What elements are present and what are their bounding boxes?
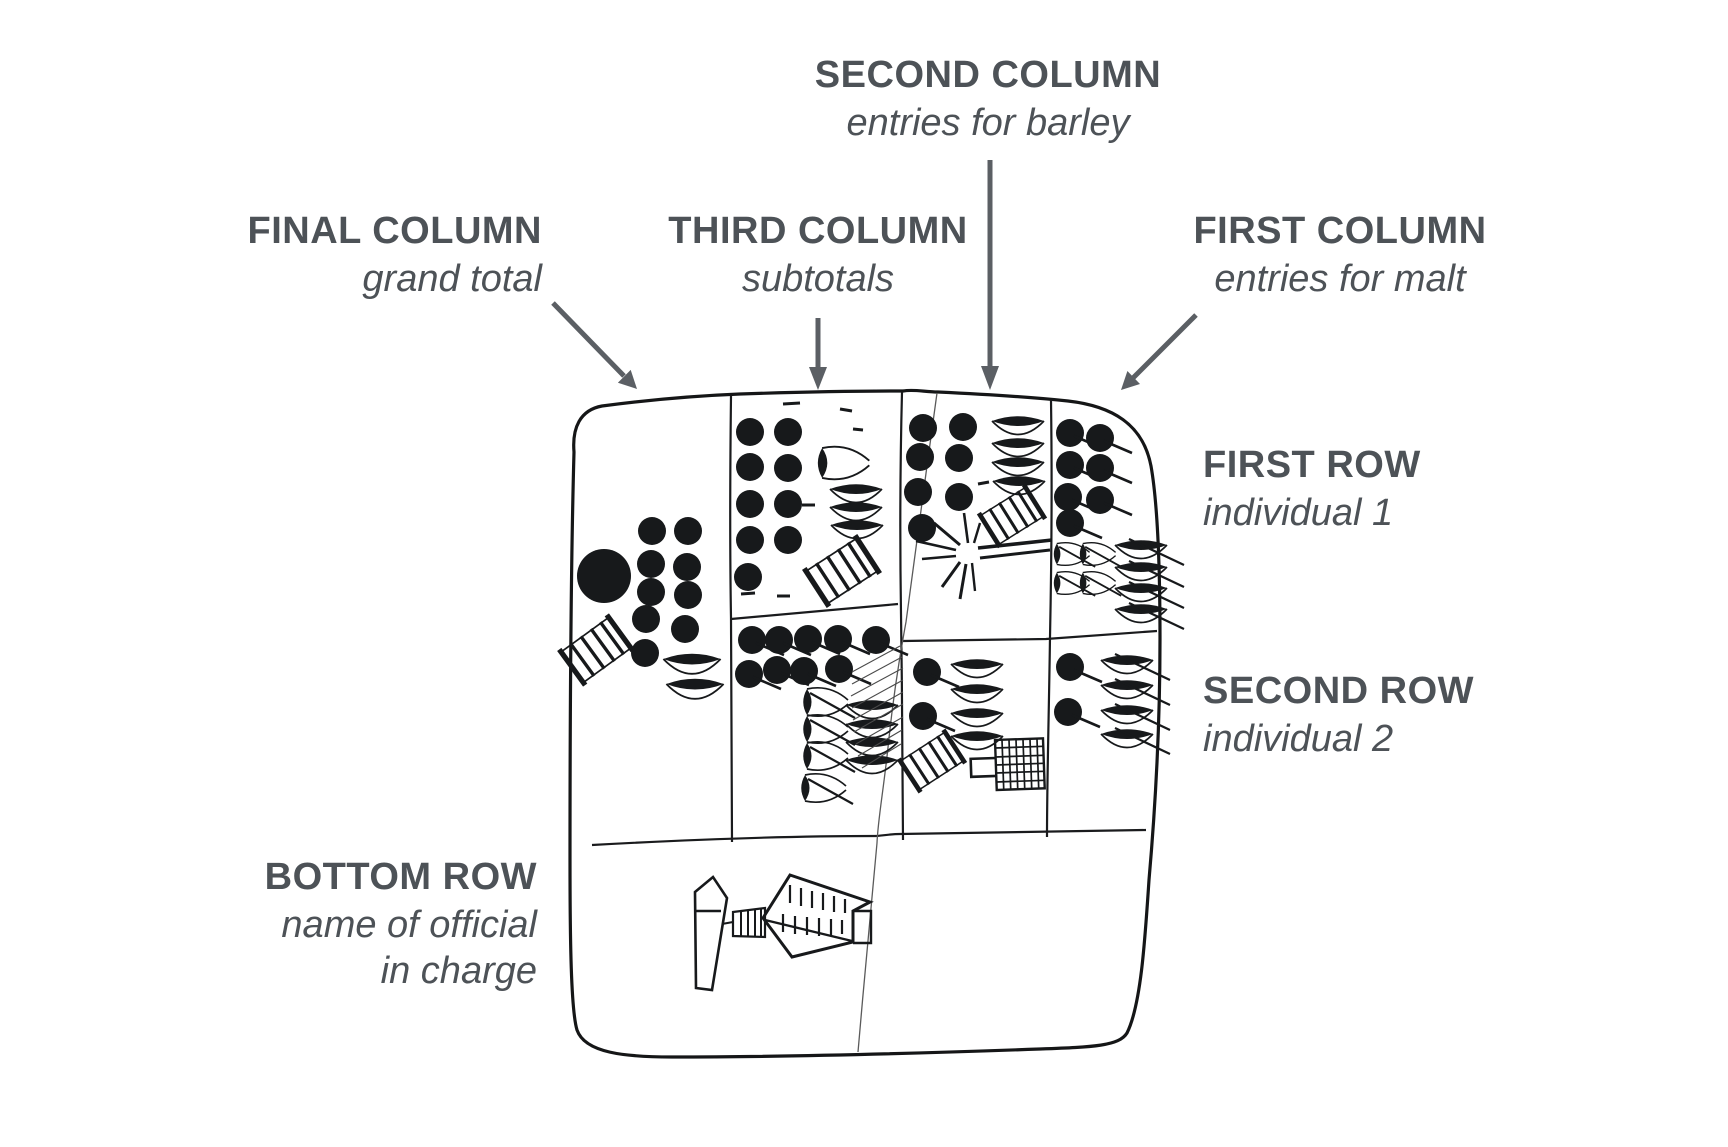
ladder-sign [731, 906, 767, 939]
label-first-row-title: FIRST ROW [1203, 444, 1421, 486]
label-second-row: SECOND ROW individual 2 [1203, 666, 1474, 762]
label-second-column-subtitle: entries for barley [846, 102, 1130, 144]
arrow-third-column [809, 318, 827, 390]
label-first-row: FIRST ROW individual 1 [1203, 440, 1421, 536]
large-circle-sign [577, 549, 631, 603]
label-bottom-row-subtitle-line1: name of official [281, 904, 537, 946]
tablet-dividers [591, 391, 1158, 847]
label-second-column-title: SECOND COLUMN [814, 54, 1162, 96]
label-first-row-subtitle: individual 1 [1203, 492, 1394, 534]
final-column-signs [559, 517, 725, 700]
label-first-column-title: FIRST COLUMN [1193, 210, 1487, 252]
label-second-column: SECOND COLUMN entries for barley [815, 50, 1161, 146]
third-column-row2-signs [733, 623, 910, 806]
head-sign [721, 873, 874, 959]
damage-ticks [740, 401, 864, 598]
label-bottom-row: BOTTOM ROW name of official in charge [265, 852, 537, 994]
label-second-row-title: SECOND ROW [1203, 670, 1474, 712]
label-bottom-row-subtitle-line2: in charge [380, 950, 537, 992]
bottom-row-signs [693, 873, 874, 992]
damage-hatching [850, 645, 904, 769]
label-bottom-row-title: BOTTOM ROW [264, 856, 537, 898]
label-final-column: FINAL COLUMN grand total [248, 206, 543, 302]
label-first-column: FIRST COLUMN entries for malt [1193, 206, 1486, 302]
label-second-row-subtitle: individual 2 [1203, 718, 1394, 760]
damage-tick [977, 480, 990, 486]
label-third-column-title: THIRD COLUMN [668, 210, 968, 252]
post-sign [693, 875, 729, 992]
arrow-first-column [1121, 313, 1198, 390]
label-third-column: THIRD COLUMN subtotals [668, 206, 967, 302]
arrow-final-column [551, 301, 637, 389]
label-third-column-subtitle: subtotals [741, 258, 895, 300]
label-first-column-subtitle: entries for malt [1214, 258, 1466, 300]
arrow-second-column [981, 160, 999, 390]
second-column-row1-signs [904, 413, 1054, 601]
label-final-column-title: FINAL COLUMN [247, 210, 542, 252]
third-column-row1-signs [734, 401, 884, 606]
label-final-column-subtitle: grand total [362, 258, 542, 300]
